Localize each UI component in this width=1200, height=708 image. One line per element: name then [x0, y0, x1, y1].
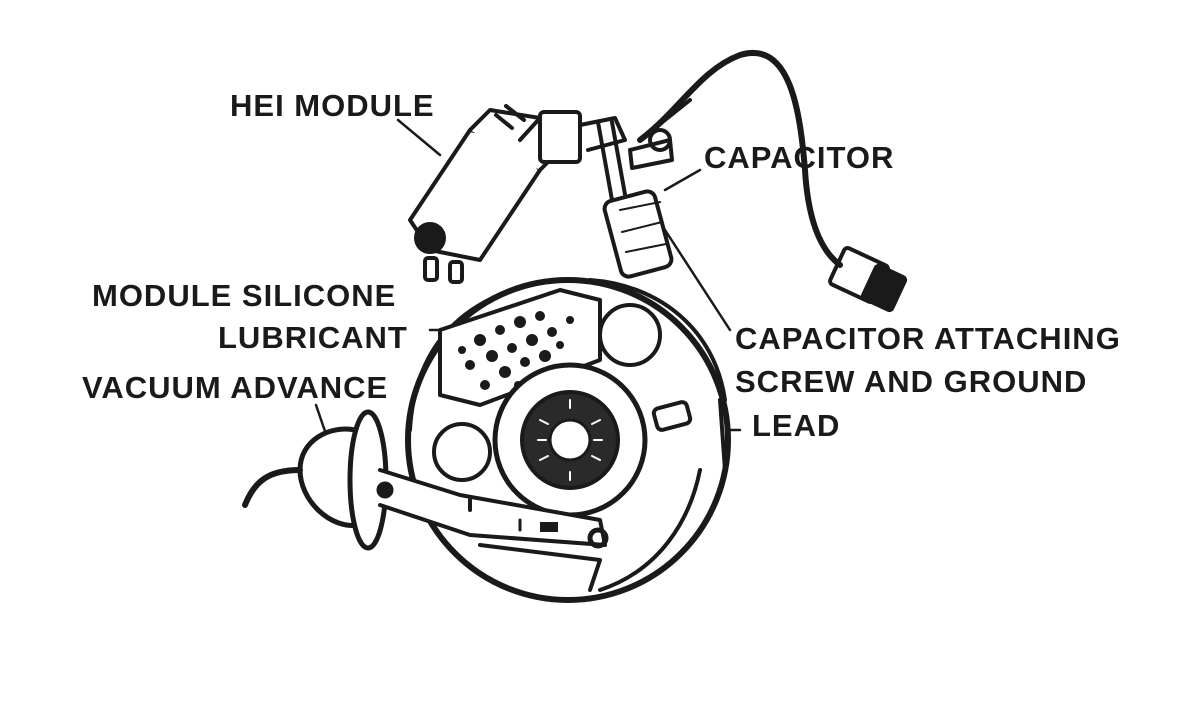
hei-module	[408, 104, 627, 284]
module-mounting-pad	[438, 288, 602, 407]
terminal-posts	[432, 303, 693, 482]
capacitor-part	[596, 120, 674, 279]
harness-connector	[828, 246, 908, 313]
label-module-silicone-line2: LUBRICANT	[218, 320, 408, 355]
label-capacitor: CAPACITOR	[704, 140, 895, 175]
pickup-coil	[492, 362, 648, 518]
label-capacitor-attaching-line2: SCREW AND GROUND	[735, 364, 1088, 399]
silicone-lubricant-texture	[458, 311, 574, 390]
leader-hei-module	[396, 118, 442, 157]
leader-capacitor	[663, 168, 702, 192]
wiring-harness	[637, 50, 843, 268]
leader-capacitor-attaching	[663, 228, 732, 332]
label-module-silicone-line1: MODULE SILICONE	[92, 278, 397, 313]
label-capacitor-attaching-line1: CAPACITOR ATTACHING	[735, 321, 1121, 356]
label-capacitor-attaching-line3: LEAD	[752, 408, 841, 443]
label-hei-module: HEI MODULE	[230, 88, 435, 123]
vacuum-advance-unit	[242, 409, 609, 592]
label-vacuum-advance: VACUUM ADVANCE	[82, 370, 389, 405]
